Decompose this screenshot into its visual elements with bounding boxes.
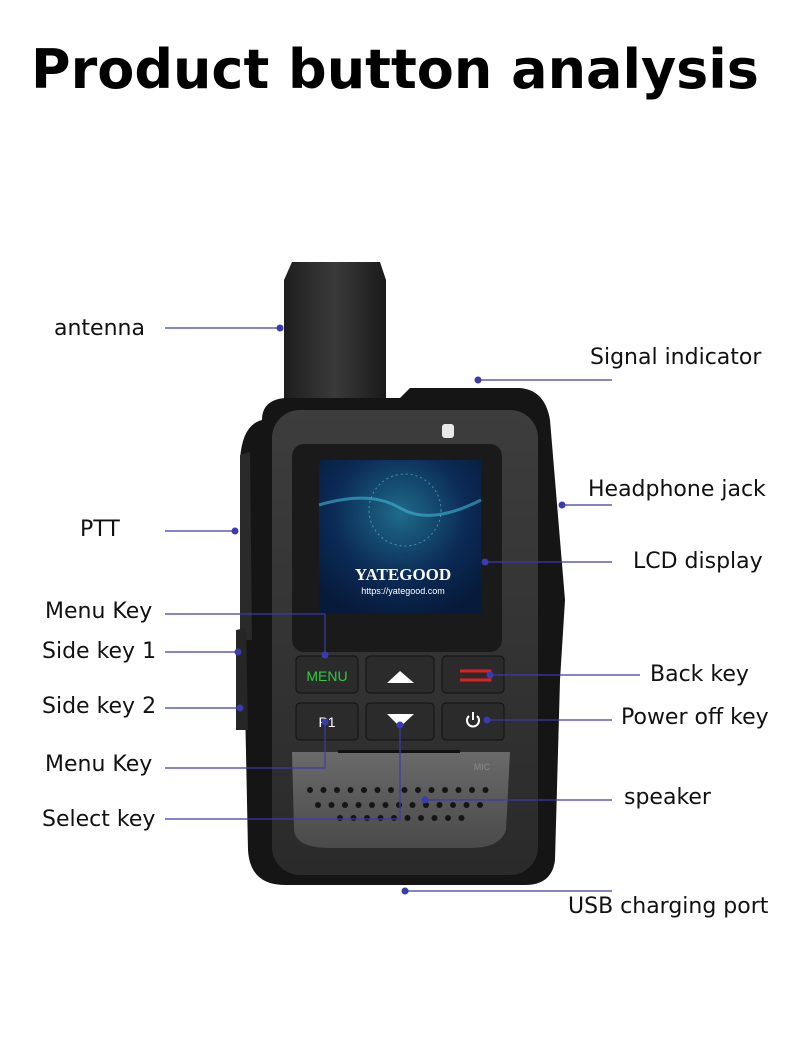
speaker-hole bbox=[477, 802, 483, 808]
speaker-hole bbox=[342, 802, 348, 808]
leader-lines bbox=[165, 324, 640, 895]
speaker-hole bbox=[347, 787, 354, 793]
leader-dot-headphone-jack bbox=[558, 501, 566, 509]
ptt-side bbox=[240, 452, 252, 640]
speaker-hole bbox=[328, 802, 335, 808]
leader-line-select-key bbox=[165, 725, 401, 820]
speaker-hole bbox=[442, 787, 448, 793]
label-usb-charging-port: USB charging port bbox=[568, 894, 769, 919]
leader-dot-select-key bbox=[396, 721, 404, 729]
leader-line-menu-key-top bbox=[165, 613, 326, 655]
speaker-hole bbox=[391, 815, 397, 821]
speaker-hole bbox=[482, 787, 489, 793]
globe-graphic bbox=[368, 473, 442, 547]
speaker-hole bbox=[369, 802, 375, 808]
leader-dot-usb-charging-port bbox=[401, 887, 409, 895]
brand-logo: YATEGOOD bbox=[355, 565, 451, 584]
leader-dot-ptt bbox=[231, 527, 239, 535]
leader-dot-side-key-1 bbox=[234, 648, 242, 656]
speaker-hole bbox=[355, 802, 362, 808]
page-title: Product button analysis bbox=[31, 38, 759, 101]
speaker-hole bbox=[428, 787, 435, 793]
brand-url: https://yategood.com bbox=[361, 586, 445, 596]
label-side-key-2: Side key 2 bbox=[42, 694, 157, 719]
label-select-key: Select key bbox=[42, 807, 156, 832]
speaker-hole bbox=[382, 802, 389, 808]
speaker-hole bbox=[436, 802, 443, 808]
speaker-hole bbox=[431, 815, 438, 821]
speaker-hole bbox=[396, 802, 402, 808]
label-back-key: Back key bbox=[650, 662, 749, 687]
speaker-hole bbox=[469, 787, 475, 793]
leader-dot-speaker bbox=[421, 796, 429, 804]
speaker-hole bbox=[315, 802, 321, 808]
speaker-hole bbox=[364, 815, 370, 821]
label-signal-indicator: Signal indicator bbox=[590, 345, 762, 370]
leader-dot-menu-key-bottom bbox=[321, 718, 329, 726]
leader-dot-back-key bbox=[486, 671, 494, 679]
leader-line-menu-key-bottom bbox=[165, 722, 326, 769]
lcd-screen bbox=[319, 460, 481, 614]
speaker-hole bbox=[423, 802, 429, 808]
leader-dot-lcd-display bbox=[481, 558, 489, 566]
speaker-hole bbox=[458, 815, 465, 821]
wave-graphic bbox=[318, 496, 482, 517]
leader-dot-antenna bbox=[276, 324, 284, 332]
leader-dot-power-off-key bbox=[483, 716, 491, 724]
speaker-hole bbox=[334, 787, 340, 793]
leader-dot-menu-key-top bbox=[321, 651, 329, 659]
label-antenna: antenna bbox=[54, 316, 145, 341]
label-lcd-display: LCD display bbox=[633, 549, 763, 574]
label-menu-key-bottom: Menu Key bbox=[45, 752, 153, 777]
label-ptt: PTT bbox=[80, 517, 120, 542]
speaker-panel bbox=[292, 752, 510, 848]
up-arrow-icon bbox=[387, 671, 414, 683]
speaker-hole bbox=[455, 787, 462, 793]
leader-dot-side-key-2 bbox=[236, 704, 244, 712]
label-power-off-key: Power off key bbox=[621, 705, 769, 730]
speaker-hole bbox=[320, 787, 327, 793]
label-speaker: speaker bbox=[624, 785, 711, 810]
power-key[interactable] bbox=[441, 702, 505, 741]
speaker-hole bbox=[418, 815, 424, 821]
speaker-hole bbox=[361, 787, 367, 793]
speaker-hole bbox=[463, 802, 470, 808]
label-headphone-jack: Headphone jack bbox=[588, 477, 766, 502]
power-icon bbox=[466, 712, 480, 728]
leader-dot-signal-indicator bbox=[474, 376, 482, 384]
speaker-hole bbox=[401, 787, 408, 793]
menu-key-label: MENU bbox=[306, 668, 347, 684]
speaker-hole bbox=[307, 787, 313, 793]
speaker-hole bbox=[415, 787, 421, 793]
speaker-hole bbox=[450, 802, 456, 808]
speaker-hole bbox=[388, 787, 394, 793]
speaker-hole bbox=[445, 815, 451, 821]
down-arrow-icon bbox=[387, 714, 414, 727]
antenna bbox=[284, 262, 386, 410]
speaker-hole bbox=[350, 815, 357, 821]
signal-indicator-led bbox=[442, 424, 454, 438]
speaker-hole bbox=[409, 802, 416, 808]
mic-label: MIC bbox=[474, 762, 491, 772]
label-menu-key-top: Menu Key bbox=[45, 599, 153, 624]
label-side-key-1: Side key 1 bbox=[42, 639, 157, 664]
speaker-hole bbox=[377, 815, 384, 821]
speaker-slot bbox=[338, 750, 460, 753]
side-keys bbox=[236, 628, 248, 730]
speaker-hole bbox=[404, 815, 411, 821]
speaker-hole bbox=[374, 787, 381, 793]
speaker-hole bbox=[337, 815, 343, 821]
